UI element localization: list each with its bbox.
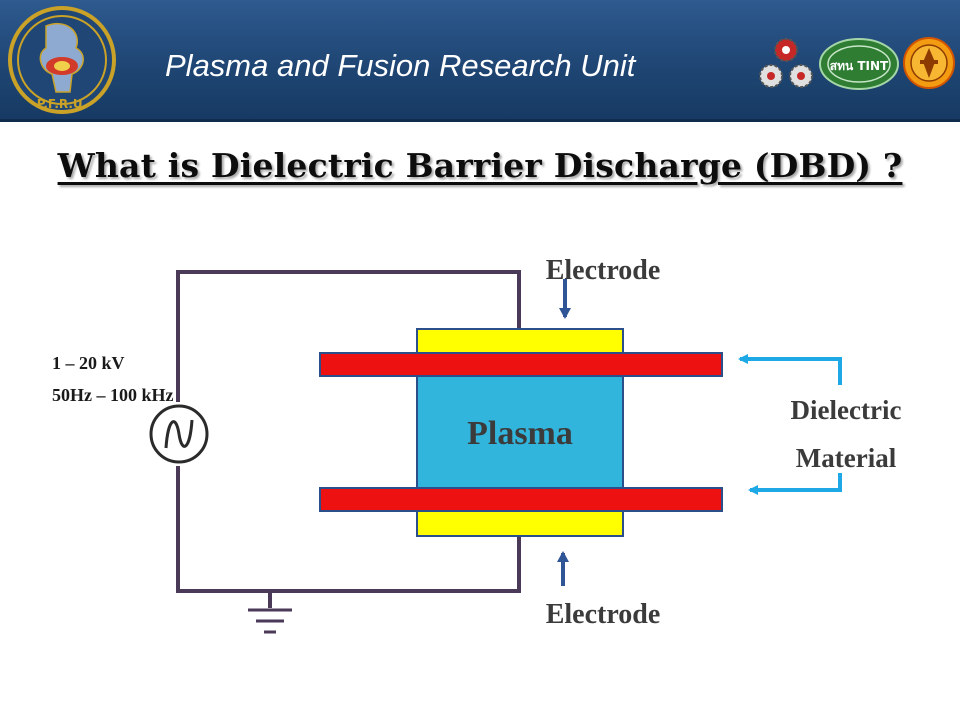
wire-top xyxy=(176,270,521,402)
header-title: Plasma and Fusion Research Unit xyxy=(165,48,636,83)
wire-bottom xyxy=(176,466,521,593)
pfru-logo: P.F.R.U. xyxy=(8,6,116,114)
dielectric-top xyxy=(319,352,723,377)
plasma-label: Plasma xyxy=(467,415,573,452)
circuit-wires xyxy=(176,270,521,608)
dielectric-label-line1: Dielectric xyxy=(791,395,902,425)
ground-icon xyxy=(248,608,292,634)
header-bar: P.F.R.U. Plasma and Fusion Research Unit… xyxy=(0,0,960,122)
frequency-label: 50Hz – 100 kHz xyxy=(52,385,174,405)
electrode-bottom xyxy=(416,510,624,537)
dielectric-arrow-bottom xyxy=(748,473,842,495)
tint-logo: สทน TINT xyxy=(819,38,899,90)
dielectric-arrow-top xyxy=(738,354,842,385)
university-seal-logo xyxy=(903,37,955,89)
svg-text:P.F.R.U.: P.F.R.U. xyxy=(37,97,87,111)
dielectric-label-line2: Material xyxy=(796,443,897,473)
ac-source-icon xyxy=(149,404,209,464)
svg-text:สทน TINT: สทน TINT xyxy=(830,59,889,73)
electrode-bottom-label: Electrode xyxy=(546,599,661,630)
voltage-label: 1 – 20 kV xyxy=(52,353,125,373)
electrode-top xyxy=(416,328,624,354)
electrode-top-label: Electrode xyxy=(546,255,661,286)
slide-title: What is Dielectric Barrier Discharge (DB… xyxy=(57,146,903,185)
institute-gear-logo xyxy=(759,38,813,88)
dielectric-bottom xyxy=(319,487,723,512)
